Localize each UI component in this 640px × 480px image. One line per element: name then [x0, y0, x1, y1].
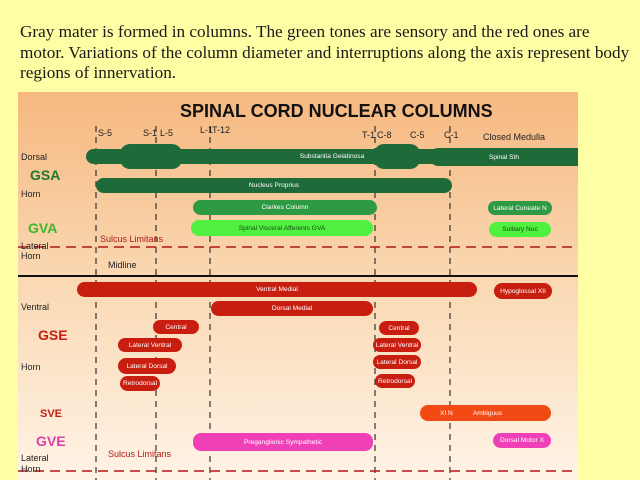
side-horn-1: Horn	[21, 189, 41, 199]
midline-label: Midline	[108, 260, 137, 270]
level-l1: L-1	[200, 125, 214, 135]
bar-lateral-ventral-right: Lateral Ventral	[373, 338, 421, 352]
bar-lateral-dorsal-right: Lateral Dorsal	[373, 355, 421, 369]
bar-solitary-nuc: Solitary Nuc	[489, 222, 551, 237]
bar-lateral-cuneate: Lateral Cuneate N	[488, 201, 552, 215]
bar-lumbosacral-bulge	[120, 144, 182, 169]
sulcus-limitans-bottom: Sulcus Limitans	[108, 449, 172, 459]
side-horn-2: Horn	[21, 251, 41, 261]
bar-central-right: Central	[379, 321, 419, 335]
side-horn-4: Horn	[21, 464, 41, 474]
level-s1: S-1	[143, 128, 158, 138]
bar-cervical-bulge	[374, 144, 420, 169]
bar-central-left: Central	[153, 320, 199, 334]
bar-ventral-medial: Ventral Medial	[77, 282, 477, 297]
bar-hypoglossal: Hypoglossal XII	[494, 283, 552, 299]
side-gve: GVE	[36, 433, 66, 449]
side-gse: GSE	[38, 327, 68, 343]
bar-dorsal-medial: Dorsal Medial	[211, 301, 373, 316]
bar-clarkes-column: Clarkes Column	[193, 200, 377, 215]
level-t1: T-1	[362, 130, 376, 140]
bar-spinal-visceral-afferents: Spinal Visceral Afferents GVA	[191, 220, 373, 236]
bar-nucleus-proprius: Nucleus Proprius	[96, 178, 452, 193]
sulcus-limitans-top: Sulcus Limitans	[100, 234, 164, 244]
level-t12: T-12	[212, 125, 231, 135]
level-c8: C-8	[377, 130, 392, 140]
level-medulla: Closed Medulla	[483, 132, 546, 142]
side-ventral: Ventral	[21, 302, 50, 312]
diagram-title: SPINAL CORD NUCLEAR COLUMNS	[180, 101, 493, 121]
diagram-panel: SPINAL CORD NUCLEAR COLUMNS S-5 S-1 L-5 …	[18, 92, 578, 480]
side-gva: GVA	[28, 220, 58, 236]
caption-text: Gray mater is formed in columns. The gre…	[20, 22, 630, 82]
side-gsa: GSA	[30, 167, 61, 183]
bar-retrodorsal-right: Retrodorsal	[375, 374, 415, 388]
bar-xi-n-label: XI N	[440, 409, 453, 417]
bar-lateral-ventral-left: Lateral Ventral	[118, 338, 182, 352]
bar-dorsal-motor-x: Dorsal Motor X	[493, 433, 551, 448]
level-l5: L-5	[160, 128, 174, 138]
bar-spinal-sth: Spinal Sth	[430, 148, 578, 166]
bar-sve: XI N Ambiguus	[420, 405, 551, 421]
level-c5: C-5	[410, 130, 425, 140]
level-c1: C-1	[444, 130, 459, 140]
side-dorsal: Dorsal	[21, 152, 48, 162]
bar-retrodorsal-left: Retrodorsal	[120, 376, 160, 391]
bar-preganglionic-sympathetic: Preganglionic Sympathetic	[193, 433, 373, 451]
side-lateral-1: Lateral	[21, 241, 49, 251]
side-lateral-2: Lateral	[21, 453, 49, 463]
side-horn-3: Horn	[21, 362, 41, 372]
bar-lateral-dorsal-left: Lateral Dorsal	[118, 358, 176, 374]
side-sve: SVE	[40, 408, 63, 420]
bar-ambiguus-label: Ambiguus	[472, 409, 503, 417]
level-s5: S-5	[98, 128, 113, 138]
